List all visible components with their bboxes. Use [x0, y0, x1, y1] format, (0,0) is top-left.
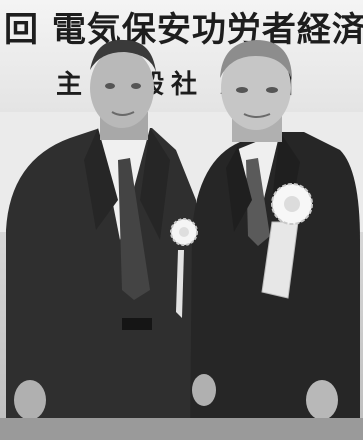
- event-banner: 回 電気保安功労者経済 主 一般社 人 日: [0, 0, 363, 112]
- banner-title: 回 電気保安功労者経済: [4, 10, 363, 50]
- rosette-ribbon-icon: [261, 183, 313, 299]
- rosette-ribbon-icon: [170, 218, 198, 318]
- person-left: [6, 39, 196, 440]
- floor: [0, 418, 363, 440]
